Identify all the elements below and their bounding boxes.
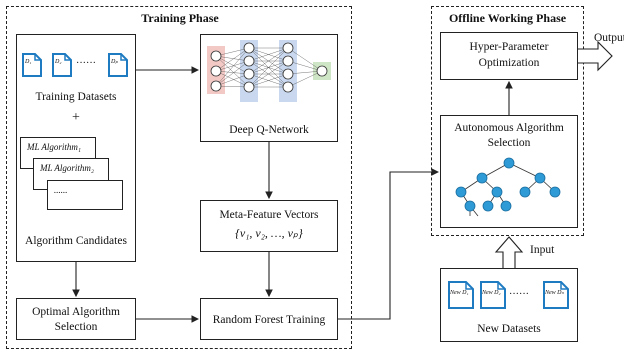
dataset-doc-icon: D₁ — [22, 53, 42, 77]
new-dataset-doc-label: New D₂ — [482, 290, 501, 296]
decision-tree-icon — [455, 157, 561, 217]
hpo-label-2: Optimization — [478, 57, 540, 69]
new-dataset-doc-label: New Dₙ — [545, 290, 564, 296]
optimal-algorithm-selection-box — [16, 298, 136, 340]
new-dataset-ellipsis: ······ — [509, 289, 529, 300]
offline-phase-panel — [431, 6, 584, 236]
aas-label: Autonomous Algorithm — [454, 122, 564, 134]
new-datasets-label: New Datasets — [477, 323, 541, 335]
new-dataset-doc-icon: New D₁ — [448, 281, 474, 309]
algorithm-card: ...... — [47, 180, 123, 210]
hpo-label: Hyper-Parameter — [469, 41, 549, 53]
training-phase-panel — [6, 6, 352, 349]
random-forest-training-box — [200, 298, 338, 340]
hyper-parameter-optimization-box — [440, 32, 578, 80]
dataset-doc-icon: Dₚ — [108, 53, 128, 77]
aas-label-2: Selection — [487, 137, 531, 149]
dataset-doc-label: D₂ — [55, 59, 62, 65]
dataset-doc-label: Dₚ — [111, 59, 118, 65]
dataset-doc-icon: D₂ — [52, 53, 72, 77]
offline-phase-title: Offline Working Phase — [448, 11, 567, 25]
training-phase-title: Training Phase — [141, 11, 219, 25]
optimal-algorithm-label: Optimal Algorithm — [32, 306, 120, 318]
optimal-algorithm-label-2: Selection — [54, 321, 98, 333]
input-label: Input — [530, 244, 555, 256]
dataset-ellipsis: ······ — [76, 58, 96, 69]
neural-network-icon — [207, 40, 331, 102]
meta-feature-formula: {v₁, v₂, …, vₚ} — [235, 226, 303, 240]
dataset-doc-label: D₁ — [25, 59, 32, 65]
training-datasets-label: Training Datasets — [35, 91, 117, 103]
algorithm-candidates-label: Algorithm Candidates — [25, 235, 127, 247]
random-forest-label: Random Forest Training — [212, 314, 326, 326]
new-dataset-doc-icon: New Dₙ — [543, 281, 569, 309]
new-dataset-doc-icon: New D₂ — [480, 281, 506, 309]
plus-sign: + — [72, 110, 80, 125]
meta-feature-vectors-box — [200, 200, 338, 252]
output-label: Output — [594, 32, 624, 44]
deep-q-network-label: Deep Q-Network — [229, 124, 309, 136]
meta-feature-label: Meta-Feature Vectors — [219, 209, 319, 221]
new-dataset-doc-label: New D₁ — [450, 290, 469, 296]
